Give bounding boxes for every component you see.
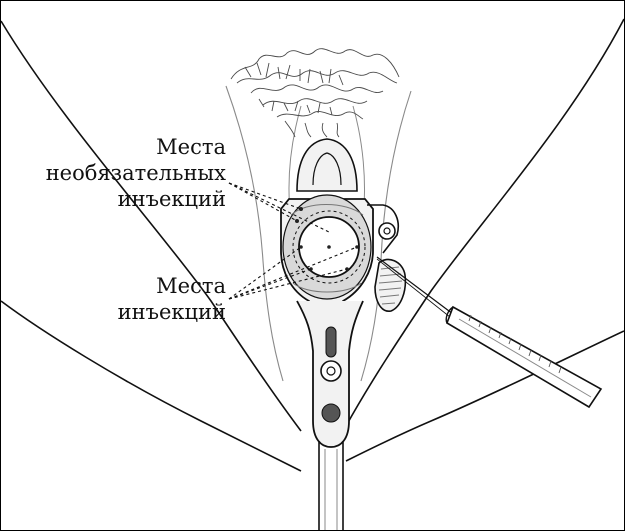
left-leg-contour [1,301,301,471]
optional-label-line3: инъекций [46,186,226,212]
injection-label-line1: Места [118,273,226,299]
handle-screw-center [327,367,335,375]
injection-sites-label: Места инъекций [118,273,226,325]
handle-slot [326,327,336,357]
pubic-hair [231,49,399,137]
optional-label-line1: Места [46,134,226,160]
injection-label-line2: инъекций [118,299,226,325]
lower-handle-rail [319,441,343,530]
cervical-os [327,245,331,249]
optional-injection-sites-label: Места необязательных инъекций [46,134,226,212]
speculum-side-screw-center [384,228,390,234]
injection-site-dot [299,245,303,249]
optional-site-dot [295,219,299,223]
left-thigh-contour [1,21,301,431]
optional-label-line2: необязательных [46,160,226,186]
speculum-upper-blade [297,139,357,191]
needle-syringe-icon [377,257,601,407]
lower-handle-inner [325,449,337,530]
optional-site-dot [299,207,303,211]
handle-knob [322,404,340,422]
